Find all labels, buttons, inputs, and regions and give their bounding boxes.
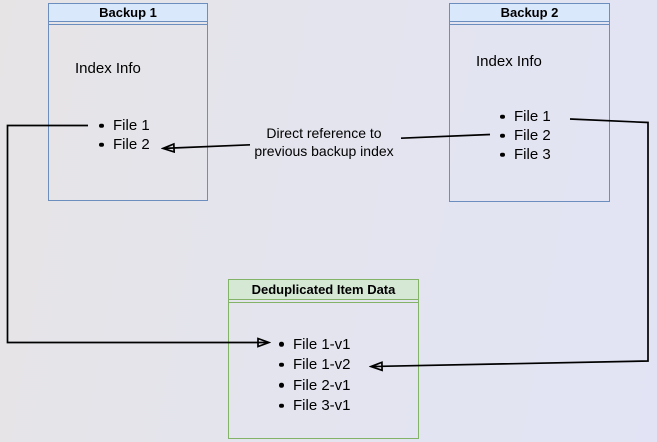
bullet-icon: [279, 362, 284, 367]
file-label: File 2: [113, 136, 150, 153]
backup1-index-info-label: Index Info: [75, 60, 141, 77]
dedup-file-item: File 1-v2: [229, 355, 418, 376]
bullet-icon: [279, 383, 284, 388]
backup2-title: Backup 2: [500, 5, 559, 20]
backup1-title: Backup 1: [99, 5, 157, 20]
backup1-header: Backup 1: [49, 4, 207, 22]
annotation-line-1: Direct reference to: [266, 125, 382, 141]
bullet-icon: [279, 342, 284, 347]
bullet-icon: [99, 123, 104, 128]
backup1-body: Index Info File 1 File 2: [49, 24, 207, 200]
backup2-node: Backup 2 Index Info File 1 File 2 File 3: [449, 3, 610, 202]
backup1-file-item: File 1: [49, 116, 207, 135]
dedup-file-item: File 3-v1: [229, 396, 418, 417]
file-label: File 1: [113, 117, 150, 134]
dedup-file-item: File 1-v1: [229, 334, 418, 355]
backup1-file-item: File 2: [49, 135, 207, 154]
bullet-icon: [99, 142, 104, 147]
dedup-body: File 1-v1 File 1-v2 File 2-v1 File 3-v1: [229, 302, 418, 438]
backup2-file-item: File 3: [450, 145, 609, 164]
annotation-direct-reference: Direct reference to previous backup inde…: [234, 124, 414, 160]
bullet-icon: [500, 133, 505, 138]
bullet-icon: [500, 114, 505, 119]
backup2-file-list: File 1 File 2 File 3: [450, 107, 609, 164]
file-label: File 2-v1: [293, 376, 351, 394]
backup2-file-item: File 1: [450, 107, 609, 126]
file-label: File 3: [514, 146, 551, 163]
bullet-icon: [279, 403, 284, 408]
file-label: File 2: [514, 127, 551, 144]
file-label: File 1-v1: [293, 335, 351, 353]
backup2-header: Backup 2: [450, 4, 609, 22]
bullet-icon: [500, 152, 505, 157]
deduplicated-item-data-node: Deduplicated Item Data File 1-v1 File 1-…: [228, 279, 419, 439]
dedup-file-list: File 1-v1 File 1-v2 File 2-v1 File 3-v1: [229, 334, 418, 416]
backup1-node: Backup 1 Index Info File 1 File 2: [48, 3, 208, 201]
backup2-body: Index Info File 1 File 2 File 3: [450, 24, 609, 201]
backup2-index-info-label: Index Info: [476, 53, 542, 70]
backup1-file-list: File 1 File 2: [49, 116, 207, 154]
dedup-file-item: File 2-v1: [229, 375, 418, 396]
annotation-line-2: previous backup index: [254, 143, 394, 159]
file-label: File 3-v1: [293, 397, 351, 415]
dedup-header: Deduplicated Item Data: [229, 280, 418, 300]
dedup-title: Deduplicated Item Data: [251, 282, 396, 297]
file-label: File 1-v2: [293, 356, 351, 374]
file-label: File 1: [514, 108, 551, 125]
backup2-file-item: File 2: [450, 126, 609, 145]
